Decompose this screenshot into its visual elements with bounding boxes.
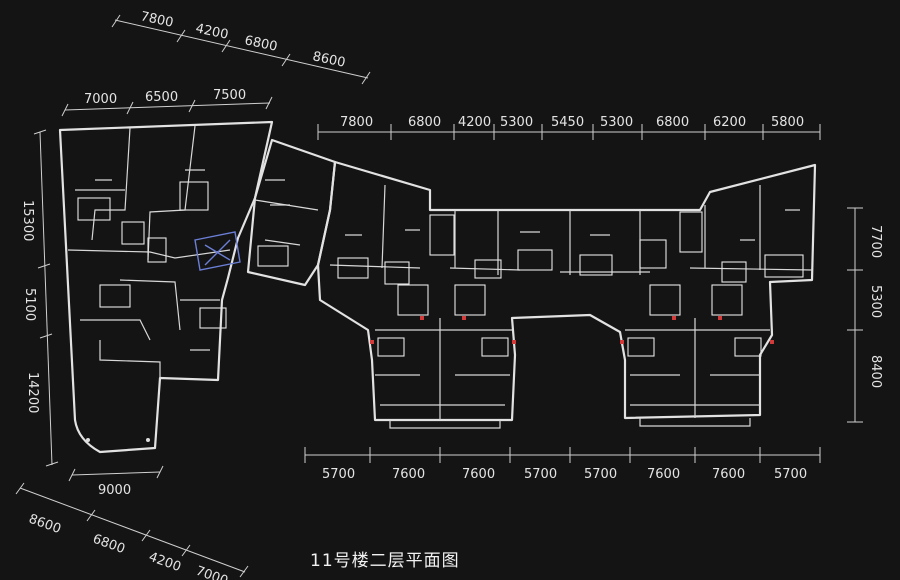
core-highlight [194, 231, 241, 271]
dim-right-top-1: 6800 [408, 115, 441, 130]
dim-right-top-3: 5300 [500, 115, 533, 130]
red-marker [672, 316, 676, 320]
dim-bottom-left-slanted-0: 8600 [27, 512, 63, 537]
fixture-stair [384, 261, 410, 285]
dim-right-top-5: 5300 [600, 115, 633, 130]
dimension-bottom-left-slanted: 8600 6800 4200 7000 [15, 482, 249, 580]
red-marker [718, 316, 722, 320]
dim-top-slanted-1: 4200 [194, 21, 229, 43]
fixture-stair [721, 261, 747, 283]
dim-right-bottom-3: 5700 [524, 467, 557, 482]
dimension-top-slanted: 7800 4200 6800 8600 [111, 9, 371, 85]
dimension-left-top: 7000 6500 7500 [61, 88, 273, 117]
dim-left-vertical-1: 5100 [22, 288, 37, 321]
dimension-left-vertical: 15300 5100 14200 [20, 129, 59, 467]
red-marker [770, 340, 774, 344]
fixture-stair [711, 284, 743, 316]
fixture-bath [481, 337, 509, 357]
fixture-bath [764, 254, 804, 278]
dim-top-slanted-2: 6800 [243, 33, 278, 55]
dim-right-vertical-0: 7700 [868, 225, 883, 258]
red-marker [370, 340, 374, 344]
fixture-bath [579, 254, 613, 276]
dim-right-bottom-5: 7600 [647, 467, 680, 482]
right-main-block [316, 160, 817, 429]
dim-right-bottom-6: 7600 [712, 467, 745, 482]
fixture-stair [121, 221, 145, 245]
marker-dot [146, 438, 150, 442]
red-marker [512, 340, 516, 344]
dim-left-vertical-0: 15300 [20, 200, 35, 241]
fixture-elevator [147, 237, 167, 263]
dim-left-top-1: 6500 [145, 90, 178, 105]
dim-right-top-2: 4200 [458, 115, 491, 130]
dim-right-vertical-1: 5300 [868, 285, 883, 318]
fixture-bath [199, 307, 227, 329]
connector-block [246, 138, 337, 287]
dim-left-vertical-2: 14200 [25, 372, 40, 413]
dim-right-top-4: 5450 [551, 115, 584, 130]
dim-bottom-left-short: 9000 [98, 483, 131, 498]
fixture-stair [454, 284, 486, 316]
dimension-bottom-left-short: 9000 [68, 465, 164, 498]
dim-right-top-6: 6800 [656, 115, 689, 130]
fixture-stair [649, 284, 681, 316]
dim-top-slanted-0: 7800 [139, 9, 174, 31]
fixture-elevator [429, 214, 455, 256]
red-marker [420, 316, 424, 320]
dim-right-top-7: 6200 [713, 115, 746, 130]
red-marker [620, 340, 624, 344]
fixture-stair [179, 181, 209, 211]
red-marker [462, 316, 466, 320]
dim-bottom-left-slanted-3: 7000 [194, 564, 230, 580]
fixture-bath [474, 259, 502, 279]
dim-left-top-0: 7000 [84, 92, 117, 107]
fixture-elevator [679, 211, 703, 253]
dim-right-bottom-0: 5700 [322, 467, 355, 482]
fixture-bath [734, 337, 762, 357]
dimension-right-vertical: 7700 5300 8400 [847, 207, 883, 423]
fixture-bath [257, 245, 289, 267]
left-wing-block [58, 120, 274, 454]
fixture-bath [377, 337, 405, 357]
dim-bottom-left-slanted-1: 6800 [91, 532, 127, 557]
dim-right-bottom-1: 7600 [392, 467, 425, 482]
fixture-bath [99, 284, 131, 308]
fixture-stair [639, 239, 667, 269]
dim-right-top-8: 5800 [771, 115, 804, 130]
dim-right-top-0: 7800 [340, 115, 373, 130]
dim-right-bottom-2: 7600 [462, 467, 495, 482]
dim-right-bottom-4: 5700 [584, 467, 617, 482]
fixture-bath [627, 337, 655, 357]
fixture-bath [77, 197, 111, 221]
fixture-bath [337, 257, 369, 279]
marker-dot [86, 438, 90, 442]
dim-top-slanted-3: 8600 [311, 49, 346, 71]
dim-left-top-2: 7500 [213, 88, 246, 103]
fixture-stair [397, 284, 429, 316]
dim-bottom-left-slanted-2: 4200 [147, 550, 183, 575]
dim-right-vertical-2: 8400 [868, 355, 883, 388]
drawing-title: 11号楼二层平面图 [310, 551, 460, 571]
dimension-right-bottom: 5700 7600 7600 5700 5700 7600 7600 5700 [304, 447, 821, 482]
dim-right-bottom-7: 5700 [774, 467, 807, 482]
fixture-bath [517, 249, 553, 271]
dimension-right-top: 7800 6800 4200 5300 5450 5300 6800 6200 … [317, 115, 821, 140]
